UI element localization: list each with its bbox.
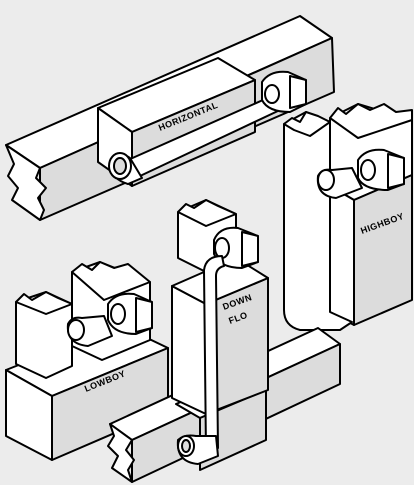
highboy-cabinet-side	[330, 186, 354, 325]
highboy-furnace-assembly: HIGHBOY	[284, 104, 412, 330]
highboy-cabinet-front	[354, 175, 412, 325]
downflow-cabinet-side	[172, 286, 206, 414]
